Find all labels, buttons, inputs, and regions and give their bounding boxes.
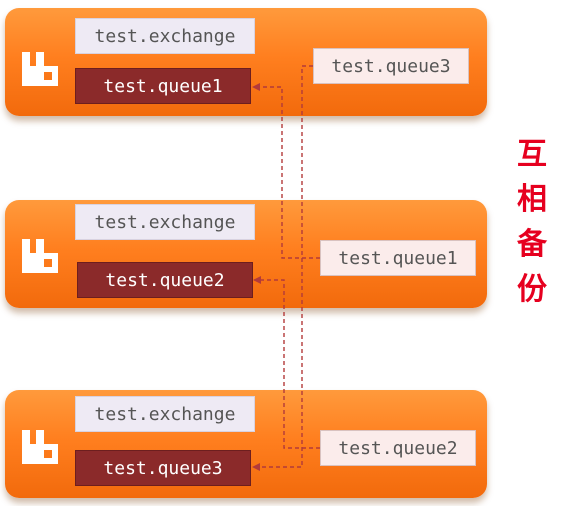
queue-label: test.queue2 xyxy=(77,262,253,298)
link-queue2 xyxy=(253,276,320,449)
exchange-label: test.exchange xyxy=(75,204,255,240)
mirror-queue-label: test.queue2 xyxy=(320,430,476,466)
exchange-label: test.exchange xyxy=(75,18,255,54)
rabbitmq-logo-icon xyxy=(22,239,58,273)
mutual-backup-note: 互相备份 xyxy=(517,137,547,307)
rabbitmq-node-3: test.exchange test.queue3 test.queue2 xyxy=(5,390,487,498)
rabbitmq-node-1: test.exchange test.queue1 test.queue3 xyxy=(5,8,487,116)
link-queue1 xyxy=(252,83,320,259)
link-queue3 xyxy=(252,65,313,471)
exchange-label: test.exchange xyxy=(75,396,255,432)
queue-label: test.queue1 xyxy=(75,68,251,104)
rabbitmq-logo-icon xyxy=(22,430,58,464)
rabbitmq-node-2: test.exchange test.queue2 test.queue1 xyxy=(5,200,487,308)
mirror-queue-label: test.queue3 xyxy=(313,48,469,84)
queue-label: test.queue3 xyxy=(75,450,251,486)
rabbitmq-logo-icon xyxy=(22,52,58,86)
mirror-queue-label: test.queue1 xyxy=(320,240,476,276)
